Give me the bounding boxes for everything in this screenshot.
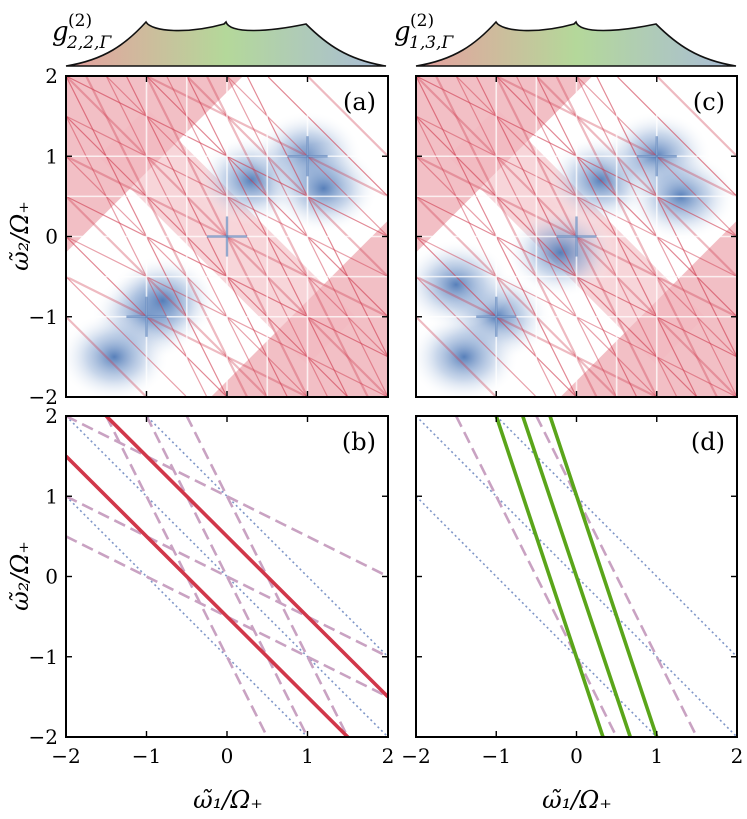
heatmap-blue-region — [505, 207, 616, 298]
y-axis-label-top: ω̃₂/Ω₊ — [6, 201, 34, 271]
dashed-resonance-line — [66, 535, 388, 699]
x-tick-label: 0 — [221, 744, 234, 768]
y-tick-label: 2 — [45, 404, 58, 428]
dashed-resonance-line — [185, 416, 349, 737]
colorbar-left — [65, 20, 387, 67]
svg-text:1,3,Γ: 1,3,Γ — [409, 33, 454, 53]
colorbar-shape — [415, 20, 737, 67]
x-tick-label: 1 — [650, 744, 663, 768]
lines-body — [416, 416, 737, 737]
colorbar-label-left: g (2) 2,2,Γ — [52, 11, 112, 53]
dashed-resonance-line — [535, 416, 699, 737]
x-axis-label-left: ω̃₁/Ω₊ — [193, 786, 263, 814]
y-tick-label: 2 — [45, 64, 58, 88]
heatmap-blue-region — [66, 311, 170, 397]
heatmap-resonance-line — [595, 76, 737, 359]
heatmap-resonance-line — [66, 315, 149, 397]
panel-label: (d) — [691, 428, 725, 456]
dotted-resonance-line — [66, 416, 388, 737]
panel-b-lines: −2−2 −1 −1 0 0 1 1 2 2 (b) — [29, 404, 395, 768]
y-tick-label: −2 — [29, 385, 58, 409]
heatmap-resonance-line — [655, 76, 737, 158]
x-tick-label: −2 — [401, 744, 430, 768]
heatmap-resonance-line — [575, 76, 737, 397]
x-axis-label-right: ω̃₁/Ω₊ — [542, 786, 612, 814]
dashed-resonance-line — [105, 416, 269, 737]
y-tick-label: 0 — [45, 225, 58, 249]
panel-d-lines: −2 −1 0 1 2 (d) — [401, 415, 744, 768]
panel-label: (b) — [342, 428, 376, 456]
heatmap-body — [66, 76, 388, 397]
svg-text:g: g — [52, 17, 69, 47]
heatmap-blue-region — [416, 311, 520, 397]
heatmap-resonance-line — [575, 76, 737, 238]
panel-label: (a) — [343, 88, 376, 116]
solid-resonance-line — [66, 454, 351, 737]
dashed-resonance-line — [66, 495, 388, 658]
lines-body — [66, 416, 388, 737]
colorbar-shape — [65, 20, 387, 67]
heatmap-body — [416, 76, 737, 397]
heatmap-resonance-line — [416, 275, 538, 397]
x-tick-label: −2 — [51, 744, 80, 768]
heatmap-resonance-line — [615, 76, 737, 198]
y-tick-label: −1 — [29, 305, 58, 329]
y-tick-label: −1 — [29, 645, 58, 669]
y-tick-label: 1 — [45, 484, 58, 508]
dashed-resonance-line — [454, 416, 618, 737]
heatmap-resonance-line — [66, 275, 188, 397]
x-tick-label: −1 — [132, 744, 161, 768]
solid-resonance-line — [521, 416, 632, 737]
solid-resonance-line — [548, 416, 659, 737]
dashed-resonance-line — [145, 416, 309, 737]
y-axis-label-bottom: ω̃₂/Ω₊ — [6, 541, 34, 611]
heatmap-resonance-line — [416, 114, 558, 397]
heatmap-resonance-line — [416, 315, 498, 397]
y-tick-label: −2 — [29, 725, 58, 749]
y-tick-label: 1 — [45, 144, 58, 168]
x-tick-label: 1 — [301, 744, 314, 768]
heatmap-resonance-line — [305, 76, 388, 158]
heatmap-blue-region — [268, 143, 379, 234]
panel-a-heatmap: −2 −1 0 1 2 (a) — [29, 64, 389, 409]
heatmap-resonance-line — [66, 114, 208, 397]
solid-resonance-line — [494, 416, 605, 737]
dotted-resonance-line — [66, 495, 309, 737]
svg-text:(2): (2) — [68, 11, 92, 31]
x-tick-label: −1 — [482, 744, 511, 768]
panel-label: (c) — [693, 88, 725, 116]
x-tick-label: 2 — [382, 744, 395, 768]
solid-resonance-line — [103, 416, 388, 699]
svg-text:(2): (2) — [410, 11, 434, 31]
x-tick-label: 2 — [731, 744, 744, 768]
svg-text:2,2,Γ: 2,2,Γ — [66, 33, 112, 53]
svg-text:g: g — [394, 17, 411, 47]
colorbar-right — [415, 20, 737, 67]
heatmap-red-region — [560, 220, 737, 397]
colorbar-label-right: g (2) 1,3,Γ — [394, 11, 454, 53]
x-tick-label: 0 — [570, 744, 583, 768]
heatmap-resonance-line — [266, 76, 388, 198]
y-tick-label: 0 — [45, 565, 58, 589]
heatmap-resonance-line — [246, 76, 388, 359]
heatmap-resonance-line — [226, 76, 388, 397]
panel-c-heatmap: (c) — [415, 75, 738, 398]
heatmap-resonance-line — [226, 76, 388, 238]
